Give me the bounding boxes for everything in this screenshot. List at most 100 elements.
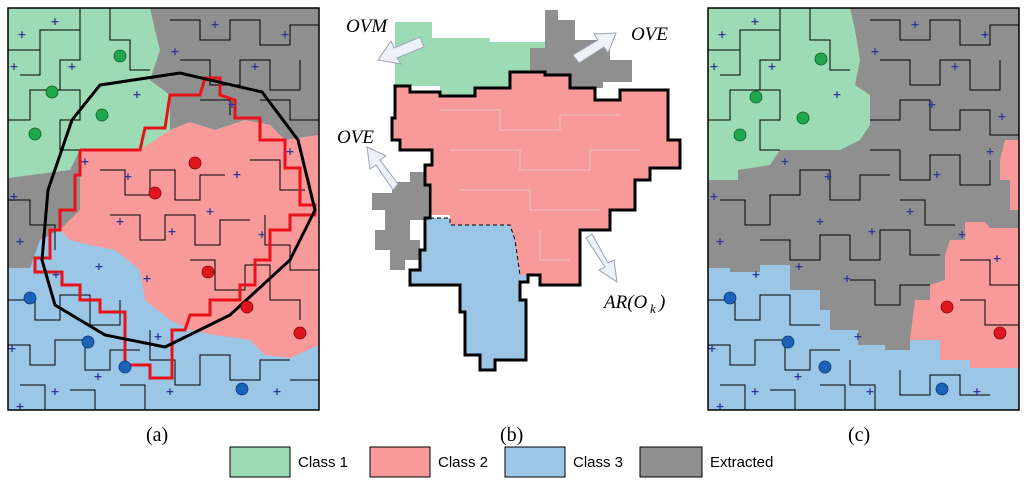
- arrow-ovm: [377, 36, 425, 65]
- seed-class1: [28, 127, 42, 141]
- arrow-ove-top: [572, 32, 617, 64]
- panel-a-seeds: [23, 49, 307, 396]
- seed-class3: [235, 382, 249, 396]
- panel-a-frame: [7, 7, 320, 411]
- seed-class1: [733, 128, 747, 142]
- panel-c-frame: [707, 7, 1020, 411]
- legend-label-extracted: Extracted: [710, 454, 773, 471]
- label-ove-top: OVE: [631, 24, 668, 45]
- panel-label-b: (b): [500, 424, 523, 446]
- svg-text:+: +: [957, 228, 966, 241]
- seed-class3: [81, 335, 95, 349]
- svg-text:+: +: [227, 98, 236, 111]
- panel-b-inner-lines: [440, 109, 640, 261]
- svg-text:+: +: [272, 385, 281, 398]
- label-ovm: OVM: [346, 16, 388, 37]
- svg-text:+: +: [115, 215, 124, 228]
- svg-text:+: +: [767, 60, 776, 73]
- panel-c-class2-region: [910, 222, 1019, 368]
- svg-text:+: +: [232, 168, 241, 181]
- panel-label-a: (a): [146, 424, 168, 446]
- svg-text:+: +: [50, 15, 59, 28]
- svg-text:+: +: [709, 190, 718, 203]
- label-ar: AR(O k ): [602, 292, 665, 316]
- legend-label-class1: Class 1: [298, 454, 348, 471]
- panel-a-extracted-left: [8, 150, 80, 268]
- svg-text:+: +: [165, 385, 174, 398]
- panel-c-class3: [708, 265, 1019, 410]
- svg-text:+: +: [170, 45, 179, 58]
- svg-text:+: +: [93, 370, 102, 383]
- seed-class1: [749, 90, 763, 104]
- seed-class1: [95, 108, 109, 122]
- svg-text:+: +: [715, 400, 724, 413]
- panel-c: ++++ ++++ ++++ ++++ ++++ ++++ ++++ ++++: [707, 7, 1020, 413]
- svg-text:+: +: [257, 228, 266, 241]
- svg-text:+: +: [15, 235, 24, 248]
- panel-b-class2: [392, 72, 680, 285]
- svg-text:+: +: [950, 60, 959, 73]
- svg-text:+: +: [842, 272, 851, 285]
- svg-text:+: +: [832, 88, 841, 101]
- svg-text:+: +: [717, 28, 726, 41]
- svg-text:+: +: [7, 342, 16, 355]
- svg-text:+: +: [751, 268, 760, 281]
- svg-text:+: +: [285, 145, 294, 158]
- panel-b-extracted-left: [372, 172, 428, 270]
- svg-text:+: +: [9, 60, 18, 73]
- svg-text:+: +: [794, 260, 803, 273]
- panel-c-cell-lines: [708, 8, 1019, 410]
- seed-class3: [935, 382, 949, 396]
- svg-text:+: +: [15, 400, 24, 413]
- svg-text:+: +: [9, 190, 18, 203]
- svg-text:+: +: [980, 28, 989, 41]
- svg-text:+: +: [205, 205, 214, 218]
- panel-a-markers: ++++ ++++ ++++ ++++ ++++ ++++ ++++ ++: [7, 15, 294, 413]
- arrow-ove-left: [366, 146, 399, 191]
- panel-c-markers: ++++ ++++ ++++ ++++ ++++ ++++ ++++ ++++: [707, 15, 1006, 413]
- panel-c-class2-small: [1000, 140, 1019, 210]
- seed-class2: [240, 300, 254, 314]
- svg-text:+: +: [793, 370, 802, 383]
- svg-text:+: +: [709, 60, 718, 73]
- label-ove-left: OVE: [337, 127, 374, 148]
- legend-label-class2: Class 2: [438, 454, 488, 471]
- panel-b-class1: [395, 22, 545, 95]
- seed-class2: [188, 156, 202, 170]
- svg-text:+: +: [280, 28, 289, 41]
- svg-text:+: +: [153, 330, 162, 343]
- svg-text:+: +: [250, 60, 259, 73]
- svg-text:+: +: [853, 330, 862, 343]
- svg-text:+: +: [80, 155, 89, 168]
- legend-swatch-extracted: [639, 446, 703, 478]
- svg-text:+: +: [932, 168, 941, 181]
- label-ar-sub: k: [650, 301, 656, 316]
- svg-text:+: +: [142, 272, 151, 285]
- panel-b-dashed-boundary: [430, 217, 521, 276]
- seed-class1: [796, 111, 810, 125]
- svg-text:+: +: [750, 385, 759, 398]
- panel-c-seeds: [723, 52, 1007, 396]
- svg-text:+: +: [910, 18, 919, 31]
- panel-a: ++++ ++++ ++++ ++++ ++++ ++++ ++++ ++: [7, 7, 320, 413]
- seed-class2: [201, 265, 215, 279]
- legend-swatch-class2: [369, 446, 431, 478]
- svg-text:+: +: [123, 170, 132, 183]
- seed-class1: [45, 85, 59, 99]
- panel-b-object-outline: [390, 70, 682, 372]
- label-ar-close: ): [658, 292, 665, 313]
- svg-text:+: +: [94, 260, 103, 273]
- panel-b-extracted-top: [530, 10, 632, 88]
- svg-text:+: +: [707, 342, 716, 355]
- svg-text:+: +: [927, 98, 936, 111]
- svg-text:+: +: [997, 110, 1006, 123]
- svg-text:+: +: [210, 18, 219, 31]
- svg-text:+: +: [815, 215, 824, 228]
- seed-class2: [993, 326, 1007, 340]
- legend-swatch-class3: [504, 446, 566, 478]
- panel-b: OVM OVE OVE AR(O k ): [337, 10, 682, 372]
- svg-text:+: +: [750, 15, 759, 28]
- svg-text:+: +: [780, 155, 789, 168]
- svg-text:+: +: [867, 225, 876, 238]
